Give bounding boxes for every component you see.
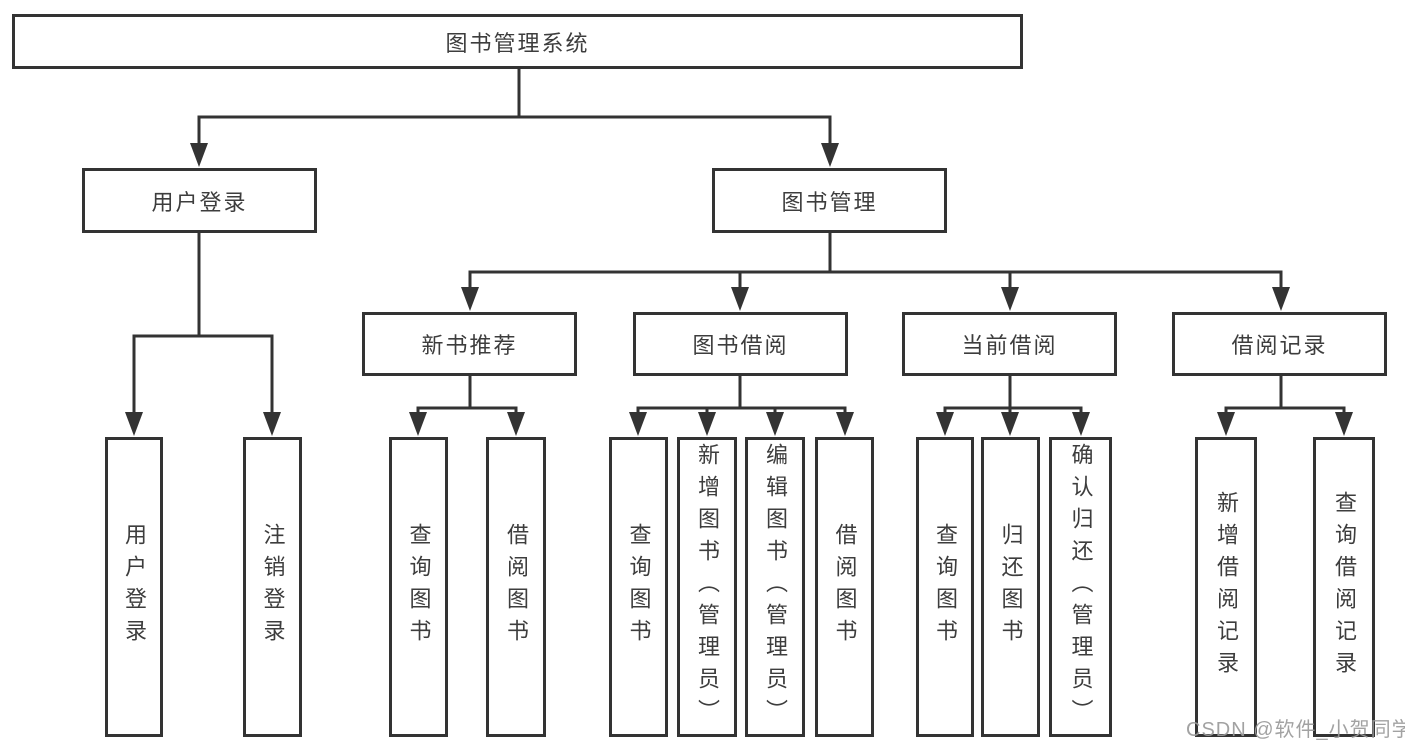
arrow-icon (1335, 412, 1353, 436)
leaf-newbook-borrow-label: 借阅图书 (504, 523, 529, 651)
arrow-icon (125, 412, 143, 436)
leaf-user-login-label: 用户登录 (122, 523, 147, 651)
leaf-current-return: 归还图书 (981, 437, 1040, 737)
leaf-current-query: 查询图书 (916, 437, 974, 737)
leaf-borrow-add-admin: 新增图书（管理员） (677, 437, 737, 737)
arrow-icon (1001, 287, 1019, 311)
leaf-borrow-add-admin-label: 新增图书（管理员） (695, 443, 720, 731)
arrow-icon (1217, 412, 1235, 436)
node-current-borrow: 当前借阅 (902, 312, 1117, 376)
arrow-icon (629, 412, 647, 436)
node-book-mgmt: 图书管理 (712, 168, 947, 233)
leaf-logout-login: 注销登录 (243, 437, 302, 737)
leaf-borrow-edit-admin: 编辑图书（管理员） (745, 437, 805, 737)
arrow-icon (1072, 412, 1090, 436)
arrow-icon (190, 143, 208, 167)
node-borrow-record: 借阅记录 (1172, 312, 1387, 376)
arrow-icon (1272, 287, 1290, 311)
leaf-newbook-borrow: 借阅图书 (486, 437, 546, 737)
arrow-icon (836, 412, 854, 436)
leaf-logout-login-label: 注销登录 (260, 523, 286, 651)
node-book-borrow: 图书借阅 (633, 312, 848, 376)
watermark: CSDN @软件_小贺同学 (1186, 719, 1405, 741)
leaf-borrow-borrow-label: 借阅图书 (832, 523, 858, 651)
leaf-borrow-query-label: 查询图书 (626, 523, 652, 651)
arrowheads (125, 143, 1353, 436)
leaf-borrow-query: 查询图书 (609, 437, 668, 737)
node-user-login-label: 用户登录 (151, 189, 248, 215)
arrow-icon (507, 412, 525, 436)
leaf-user-login: 用户登录 (105, 437, 163, 737)
node-book-mgmt-label: 图书管理 (781, 189, 878, 215)
node-root: 图书管理系统 (12, 14, 1023, 69)
leaf-record-add: 新增借阅记录 (1195, 437, 1257, 737)
leaf-current-query-label: 查询图书 (933, 523, 958, 651)
arrow-icon (263, 412, 281, 436)
arrow-icon (1001, 412, 1019, 436)
arrow-icon (731, 287, 749, 311)
leaf-borrow-borrow: 借阅图书 (815, 437, 874, 737)
node-book-borrow-label: 图书借阅 (692, 333, 789, 358)
leaf-borrow-edit-admin-label: 编辑图书（管理员） (763, 443, 788, 731)
arrow-icon (936, 412, 954, 436)
node-new-book-rec: 新书推荐 (362, 312, 577, 376)
arrow-icon (698, 412, 716, 436)
leaf-record-add-label: 新增借阅记录 (1214, 491, 1239, 683)
leaf-newbook-query: 查询图书 (389, 437, 448, 737)
leaf-newbook-query-label: 查询图书 (406, 523, 432, 651)
node-current-borrow-label: 当前借阅 (961, 333, 1058, 358)
node-borrow-record-label: 借阅记录 (1231, 333, 1328, 358)
arrow-icon (766, 412, 784, 436)
leaf-current-return-label: 归还图书 (998, 523, 1024, 651)
arrow-icon (409, 412, 427, 436)
leaf-record-query: 查询借阅记录 (1313, 437, 1375, 737)
node-new-book-rec-label: 新书推荐 (421, 333, 518, 358)
leaf-record-query-label: 查询借阅记录 (1332, 491, 1357, 683)
node-user-login: 用户登录 (82, 168, 317, 233)
leaf-current-confirm-admin: 确认归还（管理员） (1049, 437, 1112, 737)
arrow-icon (821, 143, 839, 167)
arrow-icon (461, 287, 479, 311)
leaf-current-confirm-admin-label: 确认归还（管理员） (1068, 443, 1094, 731)
node-root-label: 图书管理系统 (445, 30, 590, 56)
